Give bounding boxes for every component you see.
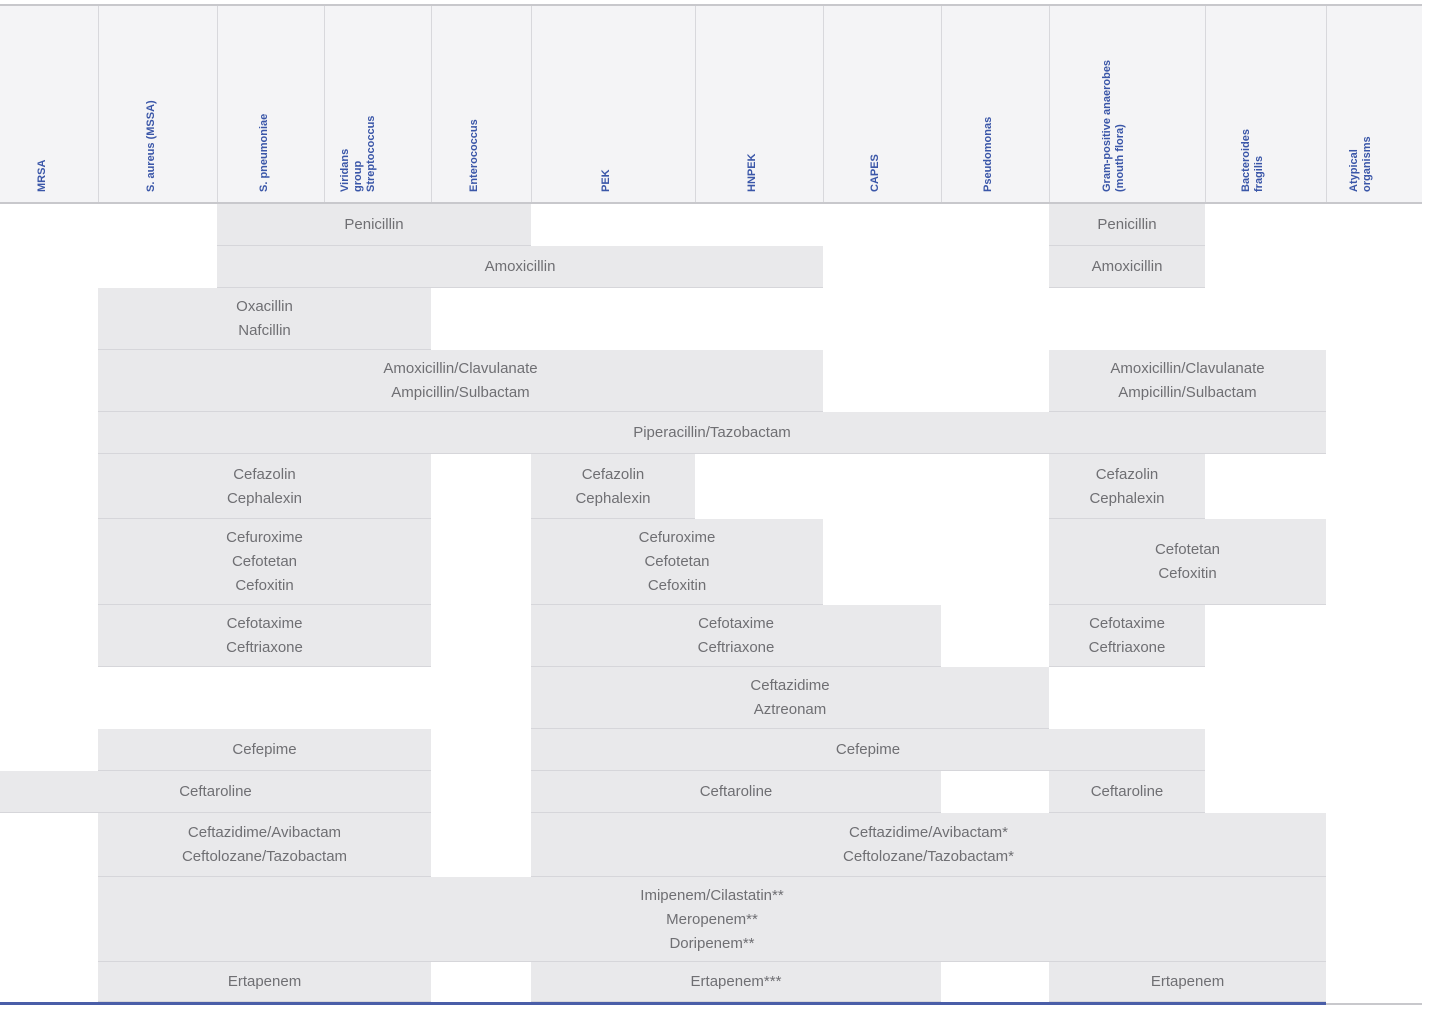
antibiotic-label: Cefotaxime Ceftriaxone <box>226 615 303 656</box>
antibiotic-label: Amoxicillin/Clavulanate Ampicillin/Sulba… <box>383 360 538 401</box>
organism-column-gram-positive-anaerobes-mouth-flora: Gram-positive anaerobes (mouth flora) <box>1049 6 1205 202</box>
coverage-cell-ceftazidime-avibactam: Ceftazidime/Avibactam Ceftolozane/Tazoba… <box>98 813 431 877</box>
organism-label: Viridans group Streptococcus <box>338 115 377 192</box>
antibiotic-label: Cefuroxime Cefotetan Cefoxitin <box>226 529 303 594</box>
organism-label: PEK <box>600 169 612 192</box>
organism-column-mrsa: MRSA <box>0 6 98 202</box>
organism-label: Pseudomonas <box>982 116 994 192</box>
antibiotic-label: Ceftaroline <box>179 783 252 800</box>
organism-header-row <box>0 6 1422 202</box>
coverage-cell-ceftaroline: Ceftaroline <box>531 771 941 813</box>
antibiotic-label: Amoxicillin <box>484 258 556 275</box>
coverage-cell-cefuroxime: Cefuroxime Cefotetan Cefoxitin <box>531 519 823 605</box>
coverage-cell-cefepime: Cefepime <box>98 729 431 771</box>
coverage-cell-amoxicillin-clavulanate: Amoxicillin/Clavulanate Ampicillin/Sulba… <box>1049 350 1326 412</box>
column-separator <box>941 6 942 202</box>
antibiotic-label: Amoxicillin/Clavulanate Ampicillin/Sulba… <box>1110 360 1265 401</box>
column-separator <box>1326 6 1327 202</box>
organism-column-s-pneumoniae: S. pneumoniae <box>217 6 324 202</box>
coverage-cell-cefotaxime: Cefotaxime Ceftriaxone <box>1049 605 1205 667</box>
coverage-cell-cefotetan: Cefotetan Cefoxitin <box>1049 519 1326 605</box>
bottom-rule-extension <box>1326 1003 1422 1005</box>
bottom-rule <box>0 1002 1326 1005</box>
organism-label: Bacteroides fragilis <box>1239 129 1265 192</box>
antibiotic-label: Cefotaxime Ceftriaxone <box>697 615 775 656</box>
organism-column-enterococcus: Enterococcus <box>431 6 531 202</box>
coverage-cell-amoxicillin-clavulanate: Amoxicillin/Clavulanate Ampicillin/Sulba… <box>98 350 823 412</box>
antibiotic-label: Cefepime <box>232 741 297 758</box>
antibiotic-label: Cefazolin Cephalexin <box>226 465 303 507</box>
coverage-cell-ceftazidime-avibactam: Ceftazidime/Avibactam* Ceftolozane/Tazob… <box>531 813 1326 877</box>
organism-label: MRSA <box>36 159 48 192</box>
organism-label: Enterococcus <box>468 119 480 192</box>
column-separator <box>531 6 532 202</box>
coverage-cell-penicillin: Penicillin <box>1049 204 1205 246</box>
coverage-cell-ceftaroline: Ceftaroline <box>1049 771 1205 813</box>
coverage-cell-cefazolin: Cefazolin Cephalexin <box>98 454 431 519</box>
antibiotic-label: Cefazolin Cephalexin <box>1089 465 1165 507</box>
coverage-cell-piperacillin-tazobactam: Piperacillin/Tazobactam <box>98 412 1326 454</box>
antibiotic-label: Ertapenem <box>1150 973 1225 990</box>
antibiotic-label: Ertapenem*** <box>690 973 782 990</box>
column-separator <box>1205 6 1206 202</box>
coverage-cell-cefazolin: Cefazolin Cephalexin <box>1049 454 1205 519</box>
coverage-cell-imipenem-cilastatin: Imipenem/Cilastatin** Meropenem** Doripe… <box>98 877 1326 962</box>
organism-column-capes: CAPES <box>823 6 941 202</box>
antibiotic-label: Cefuroxime Cefotetan Cefoxitin <box>638 529 716 594</box>
coverage-cell-cefazolin: Cefazolin Cephalexin <box>531 454 695 519</box>
antibiotic-label: Penicillin <box>1097 216 1157 233</box>
antibiotic-label: Cefazolin Cephalexin <box>575 465 651 507</box>
antibiotic-label: Imipenem/Cilastatin** Meropenem** Doripe… <box>640 886 784 952</box>
organism-label: Atypical organisms <box>1348 136 1373 192</box>
coverage-cell-ceftaroline: Ceftaroline <box>0 771 431 813</box>
antibiotic-label: Ceftazidime Aztreonam <box>750 677 830 718</box>
column-separator <box>324 6 325 202</box>
antibiotic-label: Cefotetan Cefoxitin <box>1154 541 1221 582</box>
antibiotic-label: Piperacillin/Tazobactam <box>633 424 791 441</box>
coverage-cell-ertapenem: Ertapenem <box>1049 962 1326 1002</box>
coverage-cell-cefotaxime: Cefotaxime Ceftriaxone <box>531 605 941 667</box>
organism-label: CAPES <box>869 154 881 192</box>
antibiotic-label: Penicillin <box>344 216 404 233</box>
antibiotic-label: Oxacillin Nafcillin <box>236 298 293 339</box>
header-divider <box>0 202 1422 204</box>
coverage-cell-cefepime: Cefepime <box>531 729 1205 771</box>
organism-label: HNPEK <box>746 153 758 192</box>
column-separator <box>217 6 218 202</box>
organism-column-viridans-group-streptococcus: Viridans group Streptococcus <box>324 6 431 202</box>
antibiotic-label: Cefepime <box>835 741 901 758</box>
coverage-cell-oxacillin: Oxacillin Nafcillin <box>98 288 431 350</box>
organism-label: S. aureus (MSSA) <box>144 100 157 192</box>
organism-column-s-aureus-mssa: S. aureus (MSSA) <box>98 6 217 202</box>
antibiotic-label: Amoxicillin <box>1091 258 1163 275</box>
column-separator <box>1049 6 1050 202</box>
antibiotic-label: Ceftaroline <box>699 783 773 800</box>
coverage-cell-cefuroxime: Cefuroxime Cefotetan Cefoxitin <box>98 519 431 605</box>
organism-label: Gram-positive anaerobes (mouth flora) <box>1101 59 1126 192</box>
organism-column-hnpek: HNPEK <box>695 6 823 202</box>
coverage-cell-ceftazidime: Ceftazidime Aztreonam <box>531 667 1049 729</box>
organism-column-bacteroides-fragilis: Bacteroides fragilis <box>1205 6 1326 202</box>
coverage-cell-cefotaxime: Cefotaxime Ceftriaxone <box>98 605 431 667</box>
column-separator <box>431 6 432 202</box>
antibiotic-label: Ertapenem <box>227 973 302 990</box>
organism-column-pseudomonas: Pseudomonas <box>941 6 1049 202</box>
column-separator <box>695 6 696 202</box>
organism-column-atypical-organisms: Atypical organisms <box>1326 6 1422 202</box>
column-separator <box>823 6 824 202</box>
column-separator <box>98 6 99 202</box>
coverage-cell-ertapenem: Ertapenem*** <box>531 962 941 1002</box>
organism-column-pek: PEK <box>531 6 695 202</box>
antibiotic-label: Ceftazidime/Avibactam Ceftolozane/Tazoba… <box>181 824 348 865</box>
coverage-cell-amoxicillin: Amoxicillin <box>1049 246 1205 288</box>
coverage-cell-penicillin: Penicillin <box>217 204 531 246</box>
organism-label: S. pneumoniae <box>257 113 270 192</box>
coverage-cell-amoxicillin: Amoxicillin <box>217 246 823 288</box>
top-rule <box>0 4 1422 6</box>
coverage-cell-ertapenem: Ertapenem <box>98 962 431 1002</box>
antibiotic-label: Ceftazidime/Avibactam* Ceftolozane/Tazob… <box>843 824 1014 865</box>
antibiotic-label: Ceftaroline <box>1090 783 1164 800</box>
antibiotic-label: Cefotaxime Ceftriaxone <box>1088 615 1166 656</box>
